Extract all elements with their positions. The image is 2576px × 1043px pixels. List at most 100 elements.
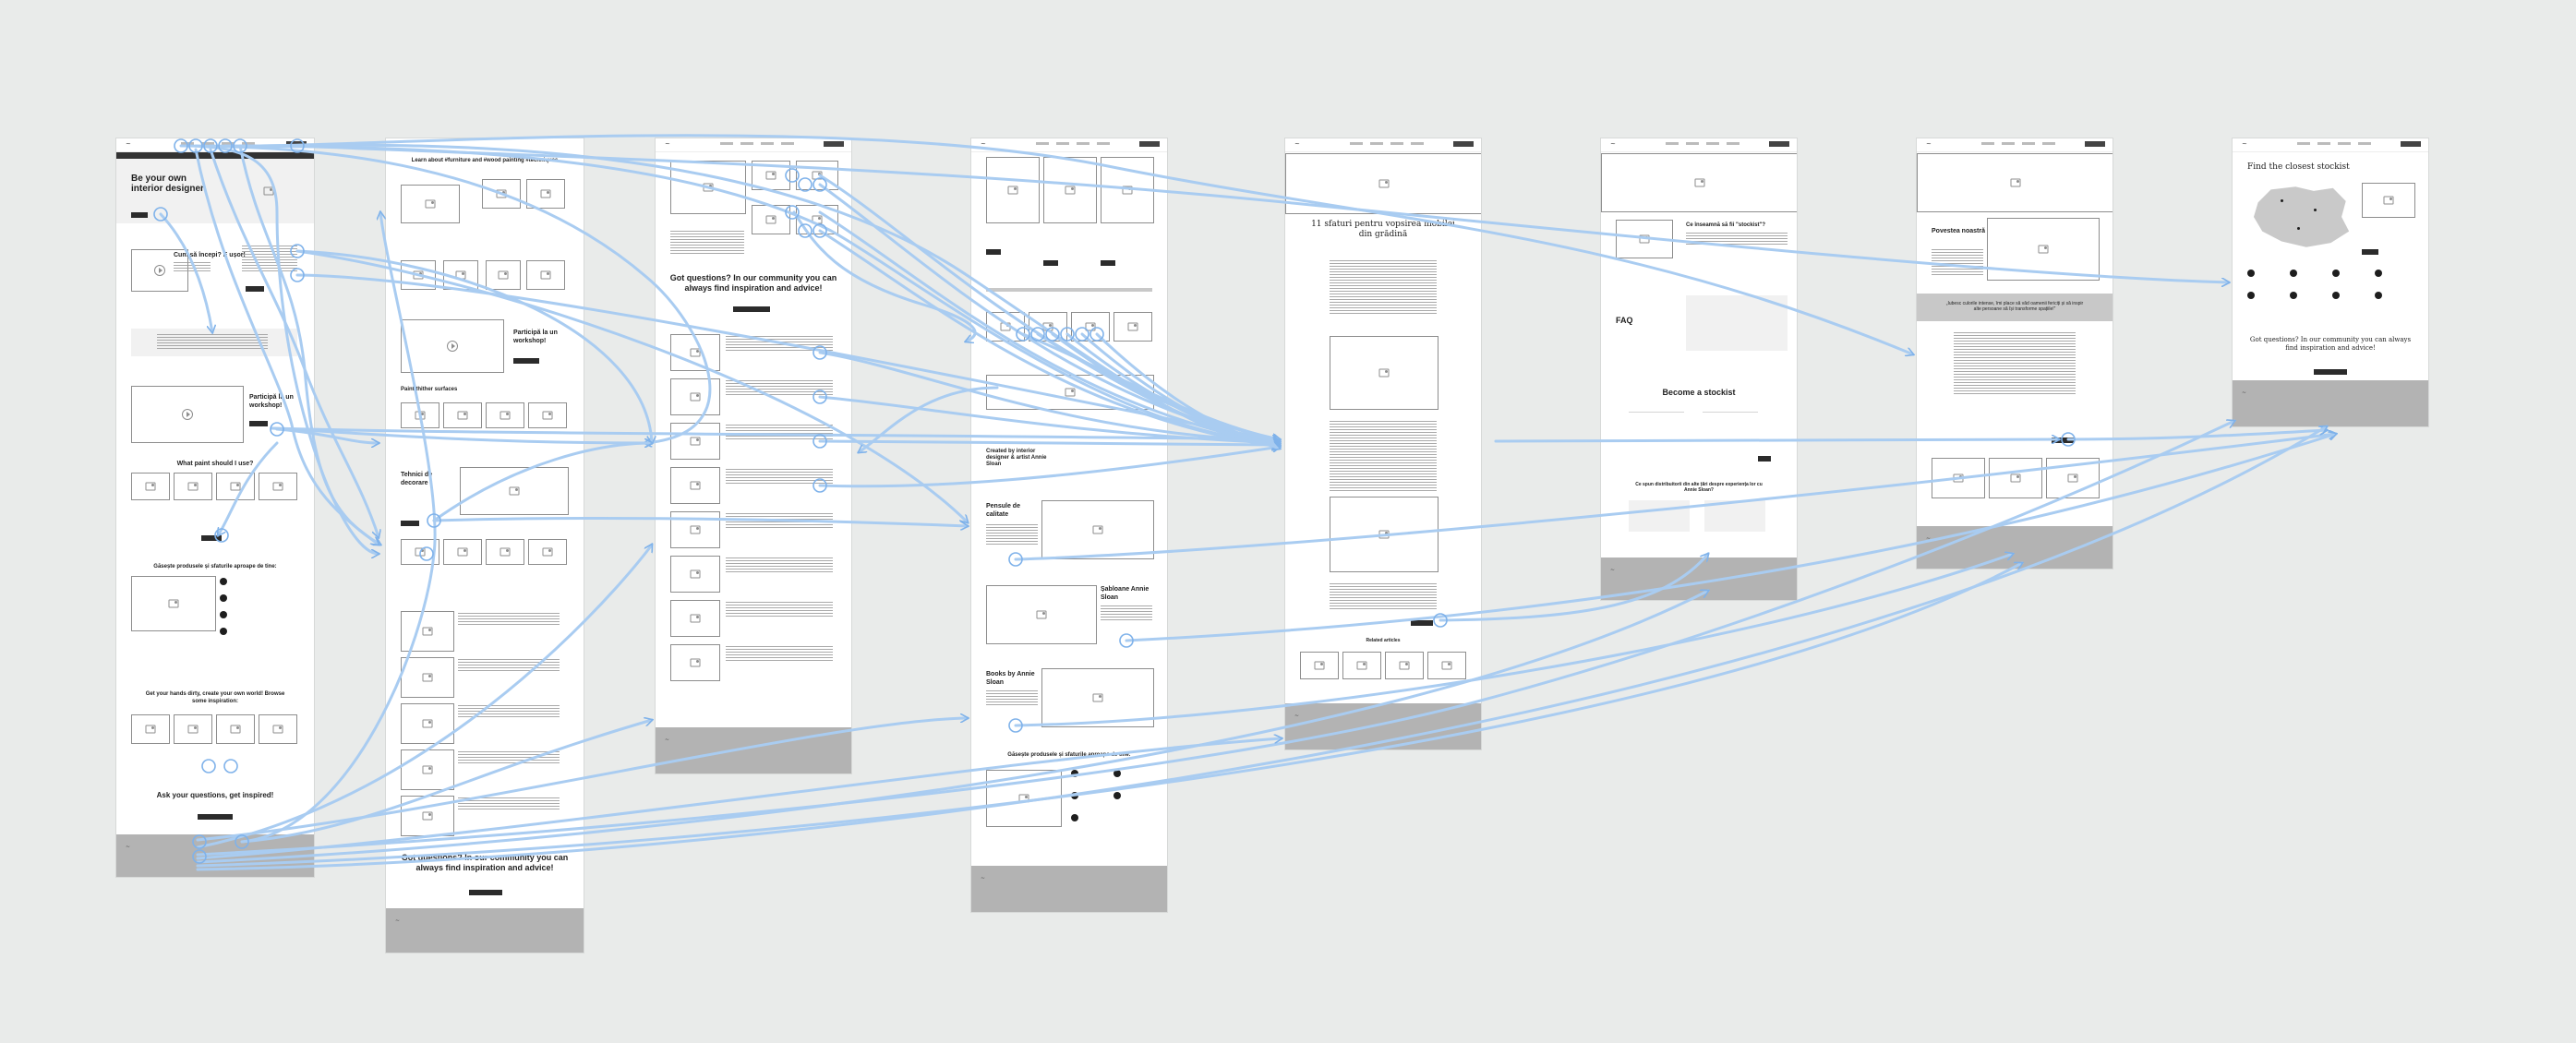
footer: ~ <box>1917 526 2113 569</box>
paint-button[interactable] <box>201 535 222 541</box>
stockist-dot <box>220 578 227 585</box>
techniques-button[interactable] <box>401 521 419 526</box>
footer: ~ <box>656 727 851 773</box>
article-hero-image <box>1285 153 1481 214</box>
community-button[interactable] <box>733 306 770 312</box>
paint-question-heading: What paint should I use? <box>176 461 254 467</box>
post-text <box>726 336 833 351</box>
got-questions-heading: Got questions? In our community you can … <box>669 273 837 293</box>
nav-cta-button[interactable] <box>824 141 844 147</box>
nav-cta-button[interactable] <box>1139 141 1160 147</box>
hero-button[interactable] <box>131 212 148 218</box>
navbar: ~ <box>116 138 314 152</box>
brushes-text <box>986 524 1038 546</box>
stockist-dot <box>2375 270 2382 277</box>
about-image <box>986 375 1154 410</box>
how-to-start-heading: Cum să începi? E ușor! <box>174 252 246 258</box>
inspiration-card-4 <box>259 714 297 744</box>
product-button[interactable] <box>1043 260 1058 266</box>
annie-wax-heading: Șabloane Annie Sloan <box>1101 586 1150 601</box>
surface-card-4 <box>528 402 567 428</box>
story-text <box>1932 249 1983 277</box>
stockist-dot <box>2332 292 2340 299</box>
post-text <box>458 705 560 718</box>
workshop-button[interactable] <box>513 358 539 364</box>
ask-button[interactable] <box>198 814 233 820</box>
hands-dirty-heading: Get your hands dirty, create your own wo… <box>145 691 285 704</box>
workshop-heading: Participă la un workshop! <box>249 394 294 409</box>
nav-cta-button[interactable] <box>1769 141 1789 147</box>
post-text <box>726 646 833 661</box>
stockist-detail-image <box>2362 183 2415 218</box>
stockist-dot <box>2290 292 2297 299</box>
post-thumb <box>670 378 720 415</box>
post-thumb <box>401 703 454 744</box>
inspiration-card-2 <box>174 714 212 744</box>
how-text <box>174 262 211 271</box>
faq-accordion[interactable] <box>1686 295 1788 351</box>
paint-card-4 <box>259 473 297 500</box>
paint-surfaces-heading: Paint thither surfaces <box>401 387 458 392</box>
stockist-dot <box>1113 770 1121 777</box>
map-pin[interactable] <box>2314 209 2317 211</box>
nav-cta-button[interactable] <box>2085 141 2105 147</box>
share-button[interactable] <box>1411 620 1433 626</box>
nav-cta-button[interactable] <box>1453 141 1474 147</box>
article-text <box>1330 260 1437 316</box>
post-thumb <box>670 644 720 681</box>
what-is-text <box>1686 233 1788 246</box>
stockist-dot <box>2375 292 2382 299</box>
stockist-hero-image <box>1601 153 1797 212</box>
footer: ~ <box>2233 380 2428 426</box>
related-card <box>1342 652 1381 679</box>
logo: ~ <box>665 140 670 148</box>
quality-brushes-heading: Pensule de calitate <box>986 503 1020 518</box>
books-text <box>986 690 1038 707</box>
story-image <box>1987 218 2100 281</box>
stockist-info-image <box>1616 220 1673 258</box>
hero-title: Be your own interior designer <box>131 174 204 194</box>
navbar: ~ <box>1285 138 1481 152</box>
map-pin[interactable] <box>2297 227 2300 230</box>
product-image <box>986 157 1040 223</box>
form-field[interactable] <box>1703 412 1758 413</box>
created-by-heading: Created by interior designer & artist An… <box>986 449 1047 467</box>
workshop-video[interactable] <box>131 386 244 443</box>
map-pin[interactable] <box>2281 199 2283 202</box>
story-button[interactable] <box>2052 438 2074 443</box>
post-thumb <box>670 511 720 548</box>
quote-band <box>1917 294 2113 321</box>
stockist-detail-button[interactable] <box>2362 249 2378 255</box>
romania-map[interactable] <box>2253 186 2350 247</box>
post-text <box>726 469 833 484</box>
workshop-video[interactable] <box>401 319 504 373</box>
technique-card-3 <box>526 179 565 209</box>
workshop-button[interactable] <box>249 421 268 426</box>
wax-text <box>1101 605 1152 622</box>
product-button[interactable] <box>1101 260 1115 266</box>
technique-card-1 <box>401 185 460 223</box>
community-button[interactable] <box>469 890 502 895</box>
nav-cta-button[interactable] <box>2401 141 2421 147</box>
workshop-heading: Participă la un workshop! <box>513 330 558 344</box>
form-field[interactable] <box>1629 412 1684 413</box>
learn-title: Learn about #furniture and #wood paintin… <box>411 158 559 163</box>
frame-stockist-info: ~ Ce înseamnă să fii "stockist"? FAQ Bec… <box>1601 138 1797 600</box>
frame-story: ~ Povestea noastră „Iubesc culorile inte… <box>1917 138 2113 569</box>
footer: ~ <box>1601 557 1797 600</box>
frame-home: ~ Be your own interior designer Cum să î… <box>116 138 314 877</box>
story-card <box>1932 458 1985 498</box>
community-button[interactable] <box>2314 369 2347 375</box>
technique-card-4 <box>401 260 436 290</box>
navbar: ~ <box>1601 138 1797 152</box>
product-button[interactable] <box>986 249 1001 255</box>
submit-button[interactable] <box>1758 456 1771 462</box>
category-card <box>1071 312 1110 342</box>
nav-cta-button[interactable] <box>286 141 307 147</box>
how-button[interactable] <box>246 286 264 292</box>
post-thumb <box>401 796 454 836</box>
navbar: ~ <box>656 138 851 152</box>
banner <box>986 288 1152 292</box>
technique-card-5 <box>443 260 478 290</box>
ask-heading: Ask your questions, get inspired! <box>156 791 274 799</box>
